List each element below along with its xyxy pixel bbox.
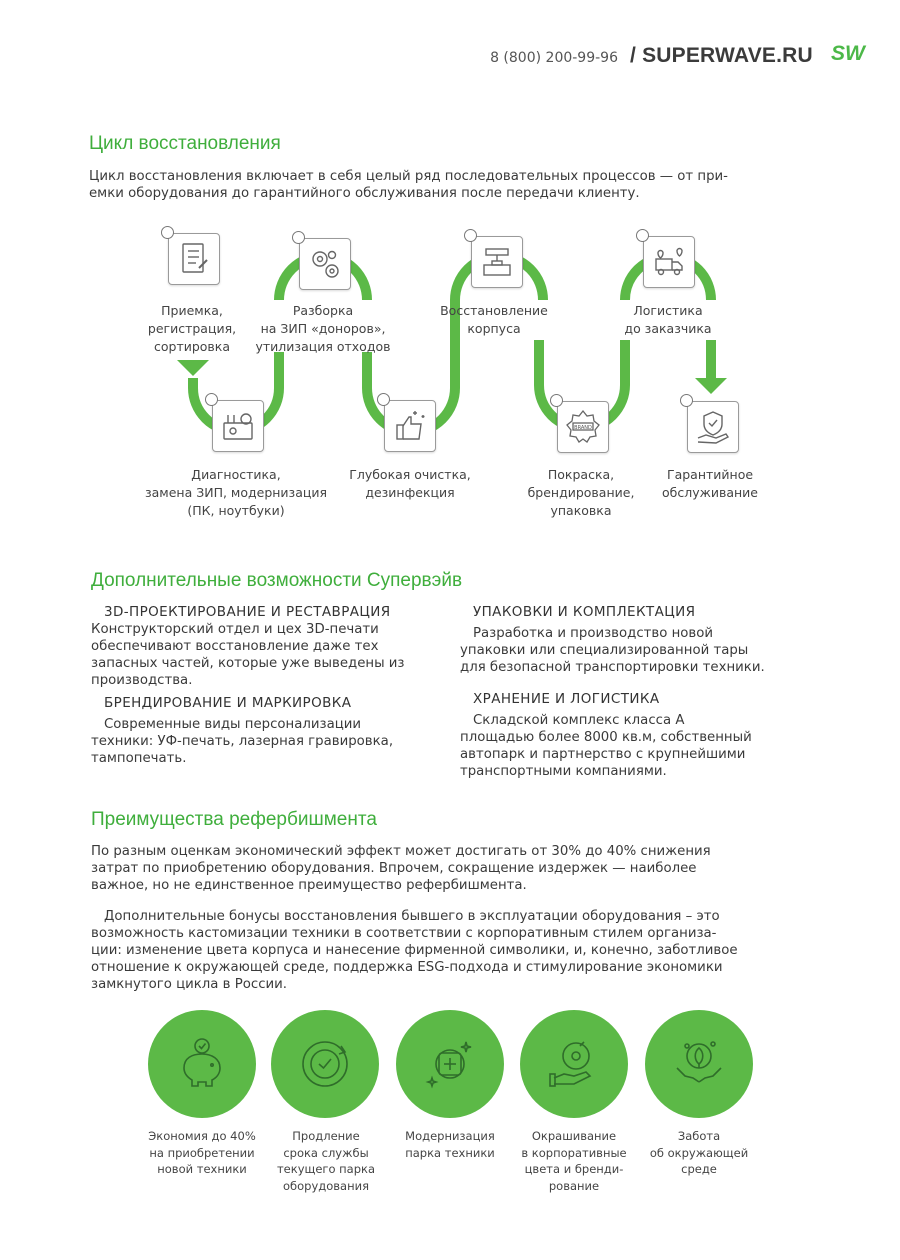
extra-item-title: 3D-ПРОЕКТИРОВАНИЕ И РЕСТАВРАЦИЯ <box>104 604 391 620</box>
gears-icon <box>292 231 351 290</box>
delivery-truck-icon <box>636 229 695 288</box>
thumbs-up-sparkle-icon <box>377 393 436 452</box>
extra-item-packaging: УПАКОВКИ И КОМПЛЕКТАЦИЯ Разработка и про… <box>460 604 820 676</box>
extra-item-title: БРЕНДИРОВАНИЕ И МАРКИРОВКА <box>104 695 352 711</box>
cycle-intro-line: Цикл восстановления включает в себя целы… <box>89 169 728 184</box>
extra-item-title: ХРАНЕНИЕ И ЛОГИСТИКА <box>473 691 660 707</box>
cycle-title: Цикл восстановления <box>89 133 281 154</box>
header-site-link[interactable]: / SUPERWAVE.RU <box>630 44 813 67</box>
advantages-paragraph-2: Дополнительные бонусы восстановления быв… <box>91 909 738 992</box>
advantages-title: Преимущества рефербишмента <box>91 809 377 830</box>
clipboard-checklist-icon <box>161 226 220 285</box>
hands-leaf-icon <box>645 1010 753 1118</box>
extra-item-title: УПАКОВКИ И КОМПЛЕКТАЦИЯ <box>473 604 696 620</box>
flow-arrow-start <box>177 360 209 376</box>
cycle-intro: Цикл восстановления включает в себя целы… <box>89 168 728 202</box>
extra-item-storage: ХРАНЕНИЕ И ЛОГИСТИКА Складской комплекс … <box>460 691 820 780</box>
header-phone: 8 (800) 200-99-96 <box>490 50 618 66</box>
clock-cycle-icon <box>271 1010 379 1118</box>
extra-item-branding: БРЕНДИРОВАНИЕ И МАРКИРОВКА Современные в… <box>91 695 451 767</box>
shield-hand-icon <box>680 394 739 453</box>
hand-palette-icon <box>520 1010 628 1118</box>
extra-item-3d: 3D-ПРОЕКТИРОВАНИЕ И РЕСТАВРАЦИЯ Конструк… <box>91 604 451 689</box>
cycle-intro-line: емки оборудования до гарантийного обслуж… <box>89 186 640 201</box>
flow-arrow-end <box>695 378 727 394</box>
step-label-reception: Приемка,регистрация,сортировка <box>147 303 237 354</box>
brand-seal-icon: BRAND <box>550 394 609 453</box>
extra-title: Дополнительные возможности Супервэйв <box>91 570 463 591</box>
toolbox-diagnostics-icon <box>205 393 264 452</box>
step-label-cleaning: Глубокая очистка,дезинфекция <box>349 467 471 500</box>
advantages-paragraph-1: По разным оценкам экономический эффект м… <box>91 844 711 893</box>
3d-printer-icon <box>464 229 523 288</box>
step-label-painting: Покраска,брендирование,упаковка <box>527 467 635 518</box>
step-label-diagnostics: Диагностика,замена ЗИП, модернизация(ПК,… <box>144 467 328 518</box>
svg-text:BRAND: BRAND <box>574 425 592 431</box>
piggy-bank-icon <box>148 1010 256 1118</box>
brand-logo: SW <box>831 42 865 65</box>
plus-sparkle-icon <box>396 1010 504 1118</box>
